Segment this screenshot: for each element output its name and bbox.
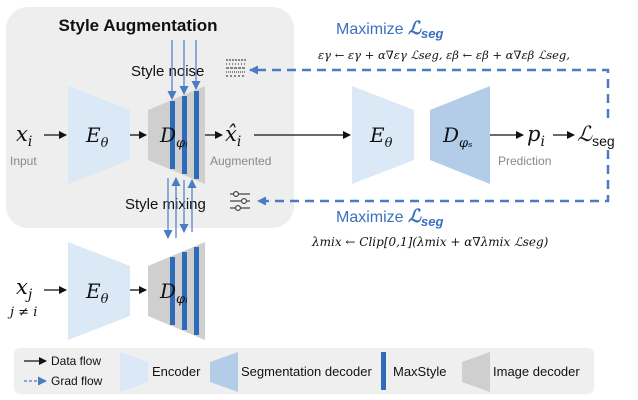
maxstyle-bar (170, 101, 175, 169)
legend-seg-decoder-swatch (210, 352, 238, 392)
legend-maxstyle-swatch (381, 352, 386, 390)
grad-loop-bottom (257, 150, 610, 206)
maxstyle-bar (170, 257, 175, 325)
j-ne-i-label: j ≠ i (7, 305, 37, 320)
image-decoder-top (148, 86, 205, 184)
legend-data-flow: Data flow (51, 354, 101, 368)
encoder-right (352, 86, 414, 184)
legend-seg-decoder: Segmentation decoder (241, 364, 372, 379)
legend-grad-flow: Grad flow (51, 374, 103, 388)
maximize-bottom: Maximize ℒseg (336, 206, 443, 229)
maxstyle-bar (194, 247, 199, 335)
segmentation-decoder (430, 86, 490, 184)
formula-bottom: λmix ← Clip[0,1](λmix + α∇λmix ℒseg) (311, 235, 549, 249)
augmented-label: Augmented (210, 154, 271, 168)
grad-loop-top (249, 65, 610, 118)
style-noise-label: Style noise (131, 63, 204, 80)
legend-box (14, 348, 594, 394)
p-i-label: pi (527, 122, 545, 150)
l-seg-label: ℒseg (577, 122, 615, 149)
legend-image-decoder: Image decoder (493, 364, 580, 379)
style-noise-icon (226, 59, 246, 77)
maxstyle-bar (194, 91, 199, 179)
maximize-top: Maximize ℒseg (336, 18, 443, 41)
formula-top: εγ ← εγ + α∇εγ ℒseg, εβ ← εβ + α∇εβ ℒseg… (318, 48, 570, 62)
legend-encoder-swatch (120, 352, 148, 392)
prediction-label: Prediction (498, 154, 551, 168)
image-decoder-bottom (148, 242, 205, 340)
encoder-top (68, 86, 130, 184)
style-mixing-icon (230, 191, 250, 212)
mixing-arrows (163, 177, 197, 239)
style-mixing-label: Style mixing (125, 196, 206, 213)
encoder-bottom (68, 242, 130, 340)
style-augmentation-title: Style Augmentation (59, 16, 218, 35)
input-label: Input (10, 154, 37, 168)
maxstyle-bar (182, 252, 187, 330)
legend-encoder: Encoder (152, 364, 201, 379)
legend-image-decoder-swatch (462, 352, 490, 392)
maxstyle-bar (182, 96, 187, 174)
legend-maxstyle: MaxStyle (393, 364, 446, 379)
d-phi-s: Dφₛ (442, 123, 473, 151)
x-j-label: xj (16, 275, 33, 303)
grad-arrows-top (167, 40, 201, 100)
